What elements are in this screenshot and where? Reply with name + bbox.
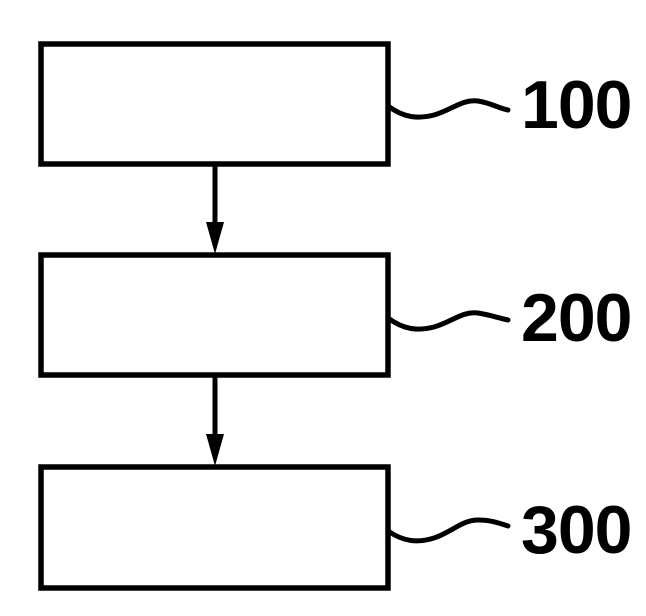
ref-numeral-300: 300 [521, 492, 631, 568]
process-box-200[interactable] [38, 252, 391, 378]
ref-numeral-100: 100 [521, 67, 631, 143]
leader-line-100 [385, 98, 511, 120]
flow-step-300[interactable]: 300 [38, 464, 632, 591]
flow-step-200[interactable]: 200 [38, 252, 632, 378]
leader-line-200 [385, 310, 511, 332]
leader-line-300 [385, 517, 511, 544]
flow-step-100[interactable]: 100 [38, 41, 632, 167]
flow-arrow-100-to-200 [206, 164, 224, 254]
process-box-100[interactable] [38, 41, 391, 167]
flow-arrow-200-to-300 [206, 375, 224, 466]
arrow-head-200-to-300 [206, 434, 224, 466]
process-box-300[interactable] [38, 464, 391, 591]
arrow-head-100-to-200 [206, 222, 224, 254]
ref-numeral-200: 200 [521, 280, 631, 356]
